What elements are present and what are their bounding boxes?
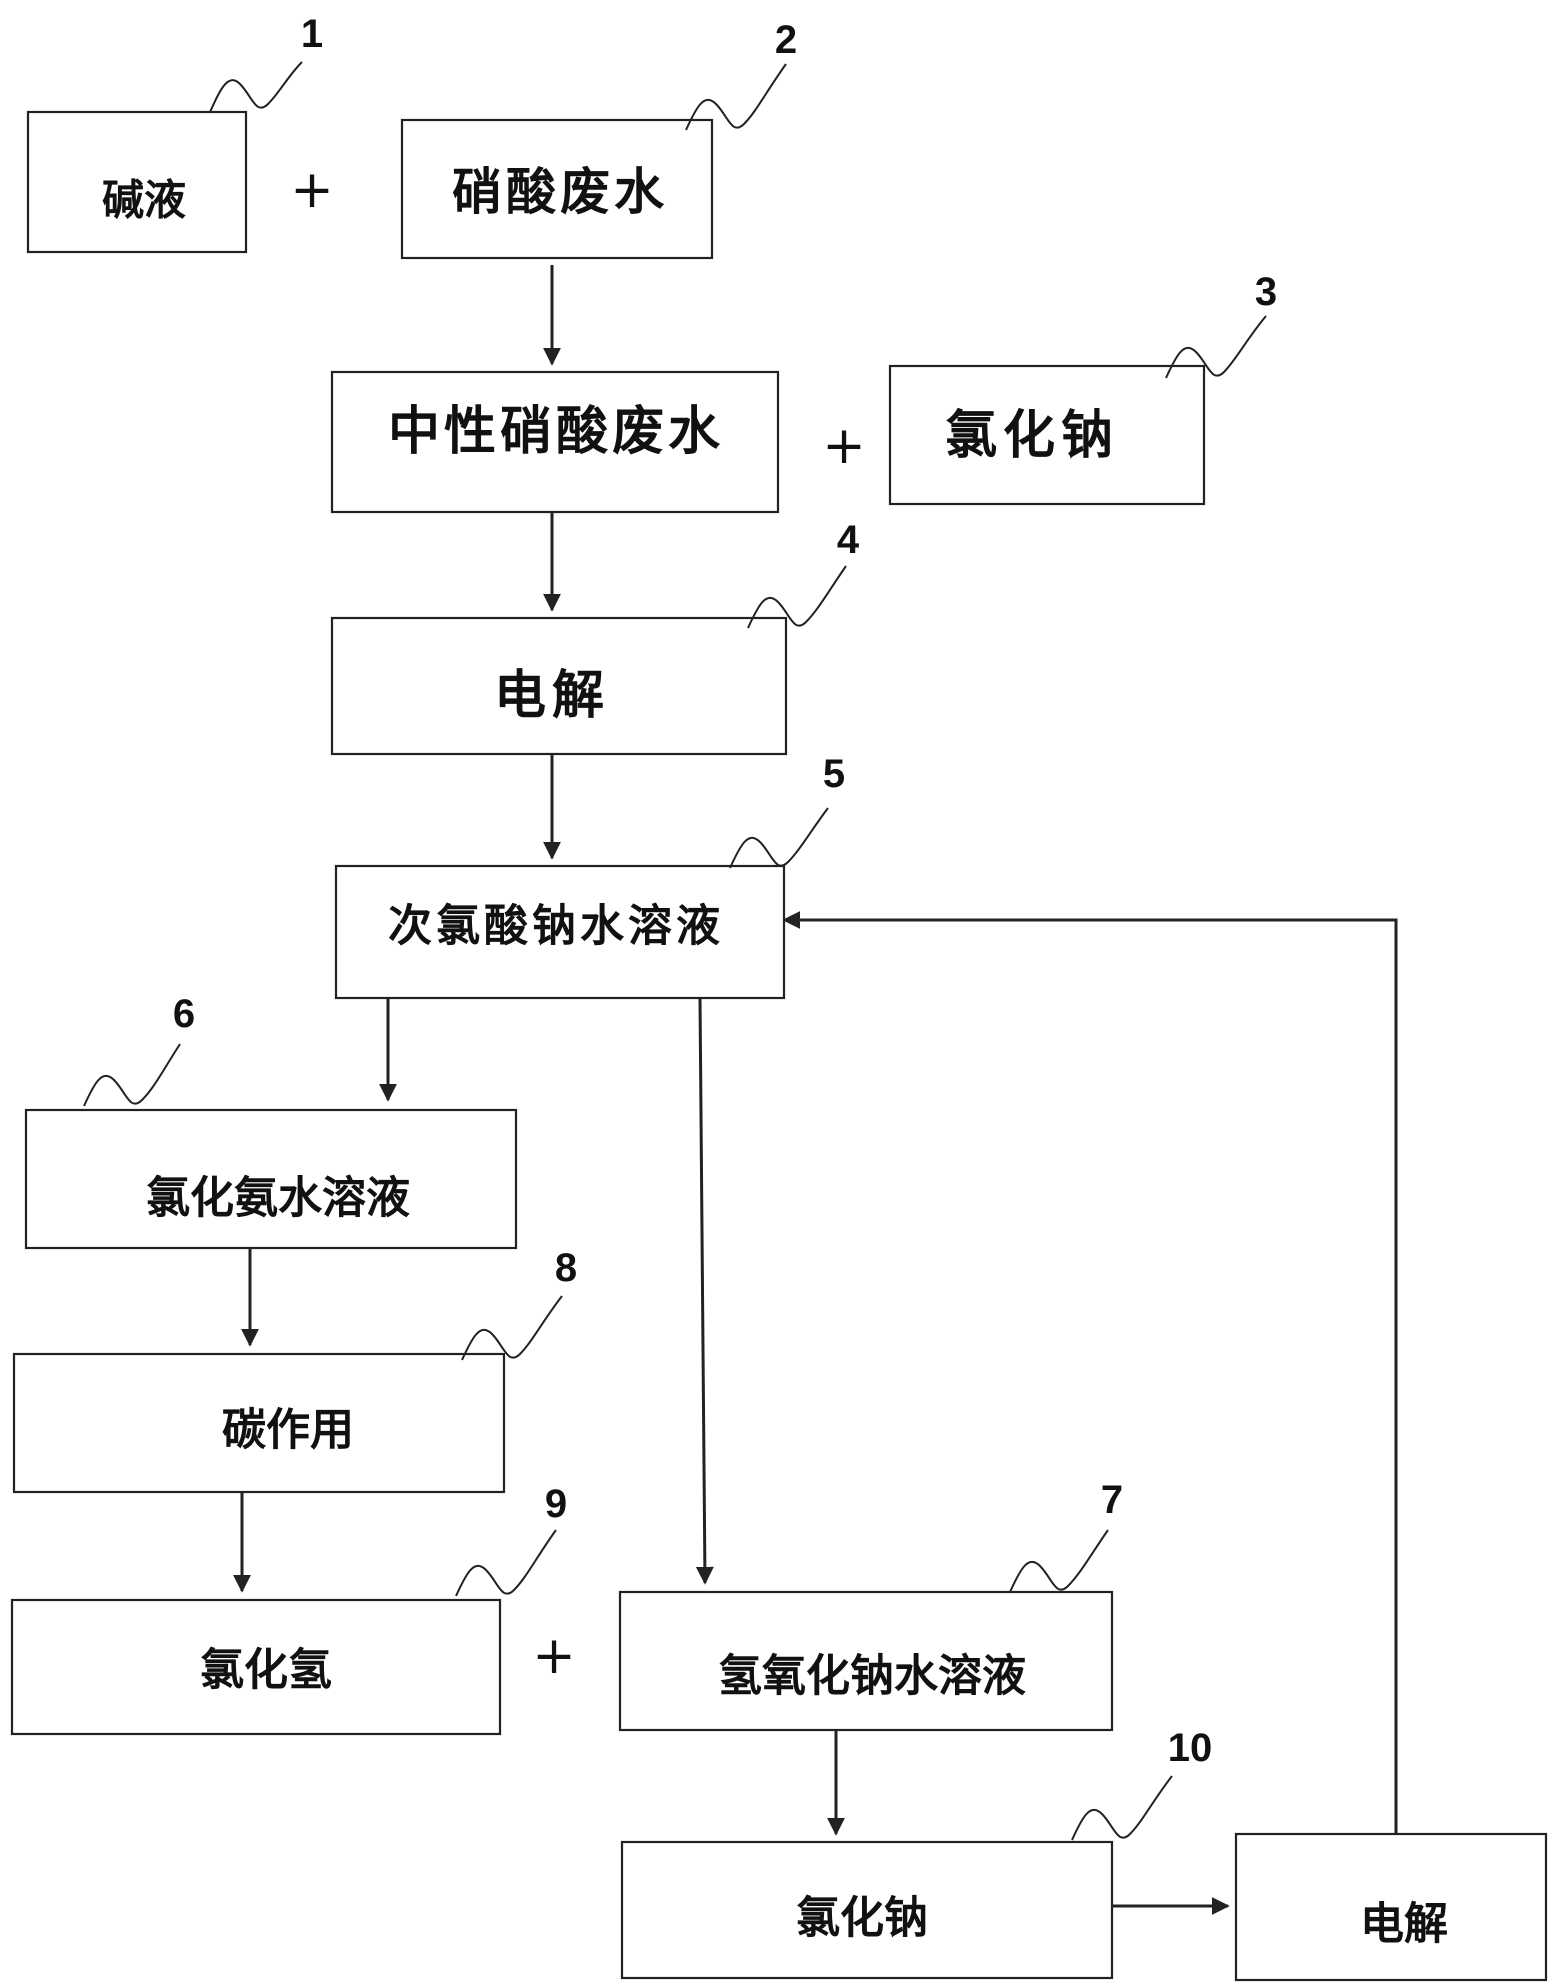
leader-5 [729, 807, 829, 869]
leader-8 [461, 1295, 563, 1361]
ref-number-7: 7 [1101, 1478, 1123, 1522]
node-9-box [10, 1598, 502, 1736]
node-8-box [12, 1352, 506, 1494]
node-neutral-label: 中性硝酸废水 [388, 402, 724, 462]
ref-number-5: 5 [823, 752, 845, 796]
node-4-label: 电解 [494, 666, 610, 726]
node-electrolysis-2-label: 电解 [1360, 1899, 1448, 1950]
node-7: 氢氧化钠水溶液 [618, 1590, 1114, 1732]
node-4-box [330, 616, 788, 756]
leader-2 [685, 63, 787, 131]
node-8: 碳作用 [12, 1352, 506, 1494]
node-3-label: 氯化钠 [945, 406, 1119, 466]
node-7-box [618, 1590, 1114, 1732]
node-2-box [400, 118, 714, 260]
node-1-label: 碱液 [102, 176, 186, 225]
ref-number-3: 3 [1255, 270, 1277, 314]
node-1-box [26, 110, 248, 254]
ref-number-4: 4 [837, 518, 860, 562]
ref-number-2: 2 [775, 18, 797, 62]
plus-operator-3: + [532, 1626, 576, 1686]
node-2-label: 硝酸废水 [452, 163, 668, 221]
edge-5-to-7 [695, 997, 714, 1585]
node-electrolysis-2-box [1234, 1832, 1548, 1982]
node-6-label: 氯化氨水溶液 [146, 1173, 410, 1224]
leader-1 [209, 61, 303, 113]
node-electrolysis-2: 电解 [1234, 1832, 1548, 1982]
plus-operator-2: + [822, 416, 866, 476]
leader-4 [747, 565, 847, 629]
leader-9 [455, 1529, 557, 1597]
leader-10 [1071, 1775, 1173, 1841]
node-neutral: 中性硝酸废水 [330, 370, 780, 514]
leader-6 [83, 1043, 181, 1107]
node-7-label: 氢氧化钠水溶液 [718, 1651, 1026, 1702]
node-3-box [888, 364, 1206, 506]
plus-operator-1: + [290, 160, 334, 220]
node-3: 氯化钠 [888, 364, 1206, 506]
leader-7 [1009, 1529, 1109, 1593]
node-9-label: 氯化氢 [200, 1645, 332, 1696]
node-6-box [24, 1108, 518, 1250]
node-10: 氯化钠 [620, 1840, 1114, 1980]
node-2: 硝酸废水 [400, 118, 714, 260]
ref-number-6: 6 [173, 992, 195, 1036]
leader-lines [83, 61, 1267, 1841]
ref-number-1: 1 [301, 12, 323, 56]
node-5-label: 次氯酸钠水溶液 [388, 901, 724, 952]
node-10-box [620, 1840, 1114, 1980]
ref-number-8: 8 [555, 1246, 577, 1290]
ref-number-10: 10 [1168, 1726, 1213, 1770]
node-9: 氯化氢 [10, 1598, 502, 1736]
node-6: 氯化氨水溶液 [24, 1108, 518, 1250]
node-neutral-box [330, 370, 780, 514]
edge-elec2-to-5-loop [782, 911, 1398, 1834]
node-10-label: 氯化钠 [796, 1893, 928, 1944]
node-8-label: 碳作用 [222, 1405, 354, 1456]
edges [233, 265, 1398, 1915]
node-1: 碱液 [26, 110, 248, 254]
node-5: 次氯酸钠水溶液 [334, 864, 786, 1000]
node-4: 电解 [330, 616, 788, 756]
ref-number-9: 9 [545, 1482, 567, 1526]
node-5-box [334, 864, 786, 1000]
leader-3 [1165, 315, 1267, 379]
